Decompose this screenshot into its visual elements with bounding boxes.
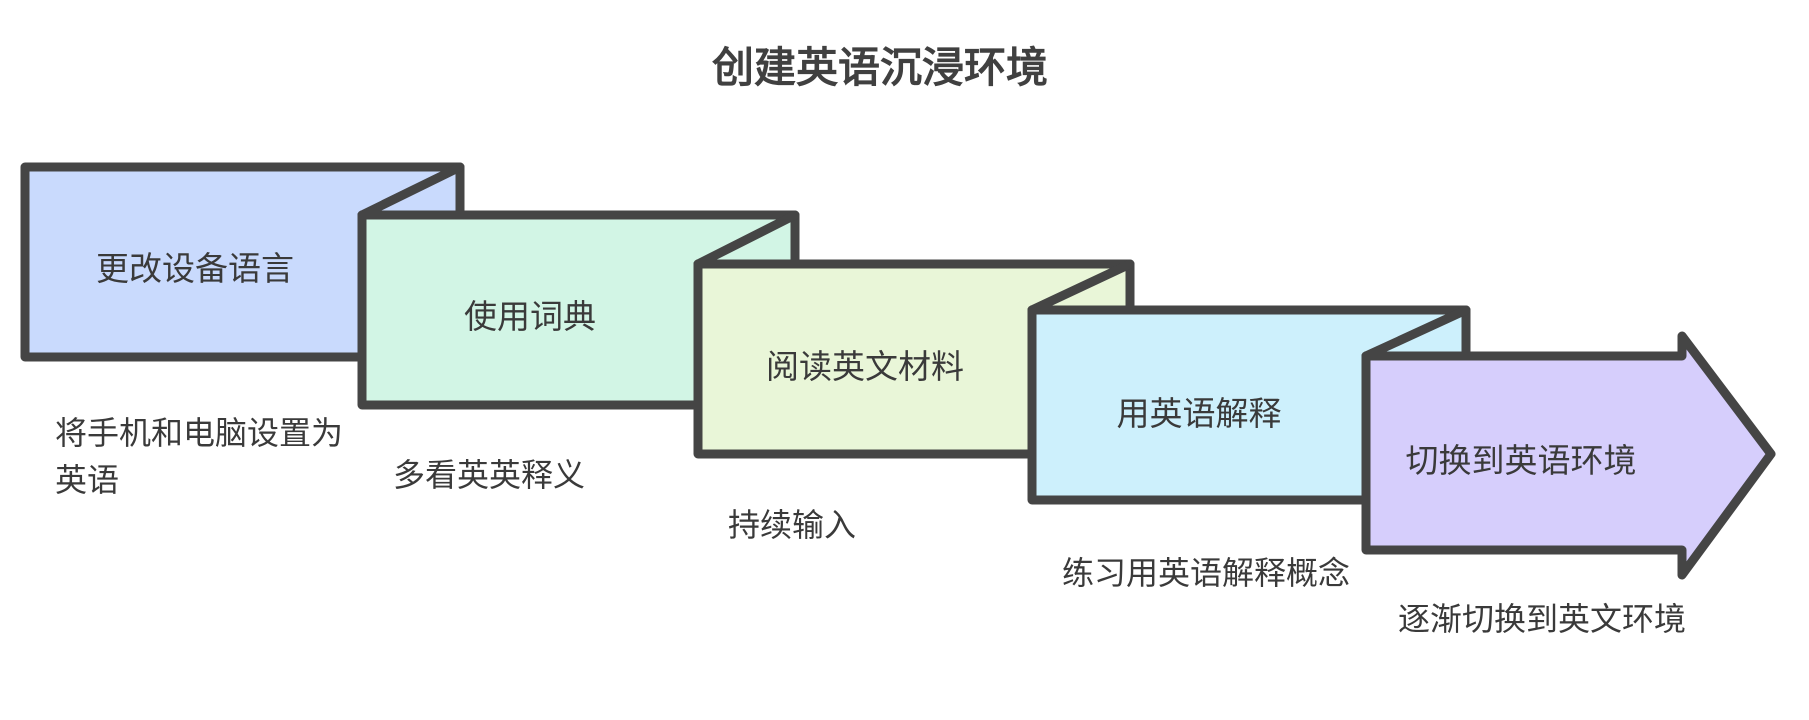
step-2-fold — [693, 210, 800, 269]
step-5-label: 切换到英语环境 — [1405, 441, 1637, 480]
step-4-label: 用英语解释 — [1116, 394, 1282, 433]
step-1-label: 更改设备语言 — [96, 249, 294, 288]
step-4-caption: 练习用英语解释概念 — [1062, 554, 1351, 592]
step-1-fold — [357, 162, 465, 220]
step-2-label: 使用词典 — [464, 297, 596, 336]
step-3-label: 阅读英文材料 — [766, 347, 964, 386]
step-2-caption: 多看英英释义 — [393, 456, 586, 494]
step-5-arrow — [1361, 331, 1776, 580]
step-5-caption: 逐渐切换到英文环境 — [1398, 600, 1687, 638]
step-3-fold — [1027, 259, 1135, 315]
step-3-caption: 持续输入 — [728, 506, 857, 544]
step-4-fold — [1361, 305, 1471, 361]
diagram-title: 创建英语沉浸环境 — [711, 43, 1048, 92]
step-1-caption: 将手机和电脑设置为英语 — [55, 414, 344, 499]
